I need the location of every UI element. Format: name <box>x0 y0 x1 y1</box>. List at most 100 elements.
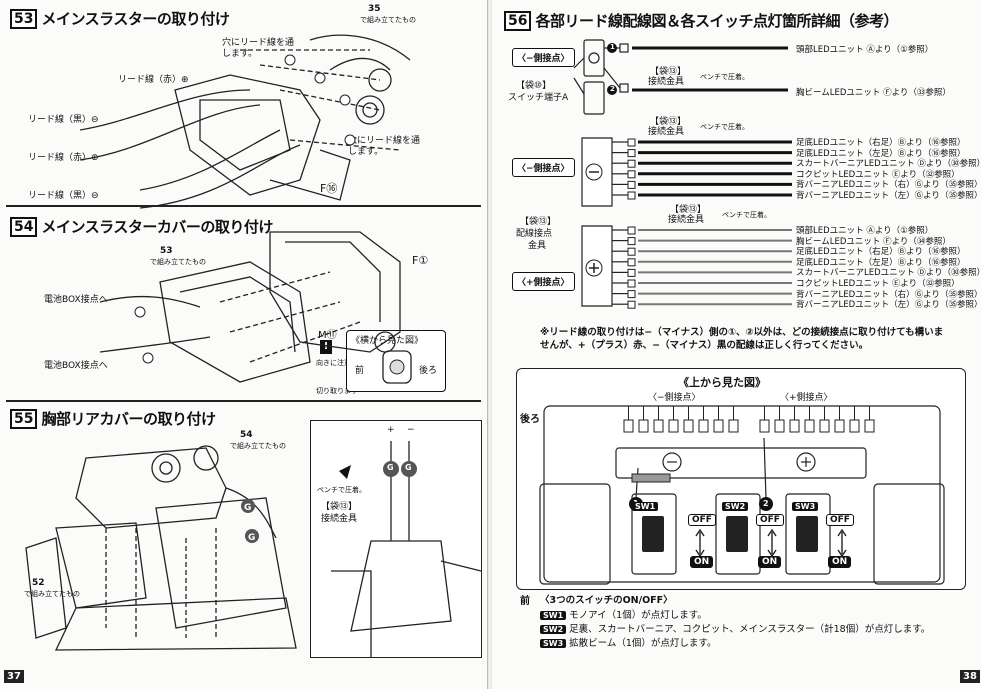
page-gutter <box>486 0 494 689</box>
switch-terminal-drawing <box>573 39 788 115</box>
ref-note: で組み立てたもの <box>360 16 416 24</box>
top-view-title: 《上から見た図》 <box>678 376 766 389</box>
sw2-badge: SW2 <box>722 502 749 511</box>
pliers-note: ペンチで圧着。 <box>700 123 749 131</box>
switch-terminal-label: スイッチ端子A <box>508 93 569 103</box>
sw3-badge: SW3 <box>540 639 567 648</box>
cut-label: 切り取ります <box>316 387 358 395</box>
step-56-header: 56 各部リード線配線図＆各スイッチ点灯箇所詳細（参考） <box>504 10 898 31</box>
back-label: 後ろ <box>419 366 438 376</box>
thruster-assembly-drawing <box>80 34 411 209</box>
step-title: メインスラスターカバーの取り付け <box>41 218 273 236</box>
front-label: 前 <box>355 366 365 376</box>
page-number: 37 <box>4 670 24 683</box>
connector-detail-box: G G + − ペンチで圧着。 【袋⑬】 接続金具 <box>310 420 482 658</box>
battery-contact-label: 電池BOX接点へ <box>44 295 108 305</box>
g-marker: G <box>405 463 412 472</box>
step-53-header: 53 メインスラスターの取り付け <box>10 8 230 29</box>
step-number: 55 <box>10 408 38 429</box>
minus-side-label: 〈−側接点〉 <box>648 393 701 403</box>
wire-destination-label: 背バーニアLEDユニット（左）Ⓖより（㉟参照） <box>796 300 981 311</box>
plus-connector-box <box>627 300 636 309</box>
sw3-on-label: ON <box>828 556 852 568</box>
sw1-badge: SW1 <box>632 502 659 511</box>
thruster-cover-drawing <box>100 231 401 383</box>
plus-connector-box <box>627 268 636 277</box>
plus-connector-box <box>627 237 636 246</box>
wire-destination-label: 足底LEDユニット（左足）Ⓑより（⑯参照） <box>796 257 966 268</box>
metal-fitting-label: 接続金具 <box>648 127 685 137</box>
step-number: 54 <box>10 216 38 237</box>
wire-destination-label: コクピットLEDユニット Ⓔより（㉜参照） <box>796 169 960 180</box>
step-54-header: 54 メインスラスターカバーの取り付け <box>10 216 273 237</box>
terminal-pin <box>638 419 649 433</box>
terminal-pin <box>864 419 875 433</box>
sw1-description: モノアイ（1個）が点灯します。 <box>569 610 707 621</box>
metal-fitting-label: 接続金具 <box>321 514 358 524</box>
ref-note: で組み立てたもの <box>230 442 286 450</box>
minus-connector-box <box>627 191 636 200</box>
sw1-off-label: OFF <box>688 514 716 526</box>
wire-destination-label: 背バーニアLEDユニット（右）Ⓖより（㉟参照） <box>796 289 981 300</box>
battery-box-drawing <box>539 405 945 585</box>
step-number: 53 <box>10 8 38 29</box>
wire-destination-label: 背バーニアLEDユニット（右）Ⓖより（㉟参照） <box>796 180 981 191</box>
contact-plates-drawing <box>581 137 792 309</box>
section-divider <box>6 400 481 402</box>
terminal-pin <box>668 419 679 433</box>
terminal-pin <box>774 419 785 433</box>
sw2-on-label: ON <box>758 556 782 568</box>
minus-connector-box <box>627 159 636 168</box>
terminal-pin <box>804 419 815 433</box>
sw1-on-label: ON <box>690 556 714 568</box>
sw1-badge: SW1 <box>540 611 567 620</box>
pliers-note: ペンチで圧着。 <box>317 486 366 494</box>
ref-number: 53 <box>160 246 173 256</box>
bag-label: 【袋⑬】 <box>670 205 707 215</box>
terminal-pin <box>623 419 634 433</box>
terminal-pin <box>849 419 860 433</box>
wire-marker-2: 2 <box>610 85 615 93</box>
minus-connector-box <box>627 149 636 158</box>
lead-wire-label: リード線（赤）⊕ <box>118 75 189 85</box>
wire-destination-label: スカートバーニアLEDユニット Ⓓより（㉚参照） <box>796 159 981 170</box>
plus-sign: + <box>387 425 395 435</box>
top-view-panel <box>516 368 966 590</box>
wire-destination-label: コクピットLEDユニット Ⓔより（㉜参照） <box>796 279 960 289</box>
ref-number: 35 <box>368 4 381 14</box>
minus-connector-box <box>627 180 636 189</box>
g-marker: G <box>244 503 252 513</box>
ref-number: 54 <box>240 430 253 440</box>
plus-connector-box <box>627 258 636 267</box>
step-number: 56 <box>504 10 532 31</box>
switch-legend-title: 〈3つのスイッチのON/OFF〉 <box>540 595 673 606</box>
terminal-pin <box>789 419 800 433</box>
section-divider <box>6 205 481 207</box>
part-label: F⑯ <box>320 182 338 195</box>
back-label: 後ろ <box>520 414 540 425</box>
lead-wire-label: リード線（赤）⊕ <box>28 153 99 163</box>
plus-connector-box <box>627 247 636 256</box>
sw3-off-label: OFF <box>826 514 854 526</box>
bag-label: 【袋⑬】 <box>650 117 687 127</box>
wire-marker-1: 1 <box>610 43 615 51</box>
terminal-pin <box>834 419 845 433</box>
metal-fitting-label: 接続金具 <box>668 215 705 225</box>
minus-connector-box <box>627 170 636 179</box>
connector-detail-drawing <box>331 441 482 657</box>
pliers-note: ペンチで圧着。 <box>700 73 749 81</box>
minus-contact-badge: 〈−側接点〉 <box>512 48 575 67</box>
caution-label: 向きに注意 <box>316 359 351 367</box>
hole-note: 穴にリード線を通します。 <box>348 136 421 157</box>
step-55-header: 55 胸部リアカバーの取り付け <box>10 408 216 429</box>
sw2-badge: SW2 <box>540 625 567 634</box>
wiring-contact-label: 配線接点 <box>516 229 553 239</box>
terminal-pin <box>683 419 694 433</box>
wire-destination-label: 背バーニアLEDユニット（左）Ⓖより（㉟参照） <box>796 191 981 201</box>
sw2-description: 足裏、スカートバーニア、コクピット、メインスラスター（計18個）が点灯します。 <box>569 624 931 635</box>
terminal-pin <box>819 419 830 433</box>
wire-destination-label: 胸ビームLEDユニット Ⓕより（㉞参照） <box>796 236 951 247</box>
minus-connector-box <box>627 138 636 147</box>
